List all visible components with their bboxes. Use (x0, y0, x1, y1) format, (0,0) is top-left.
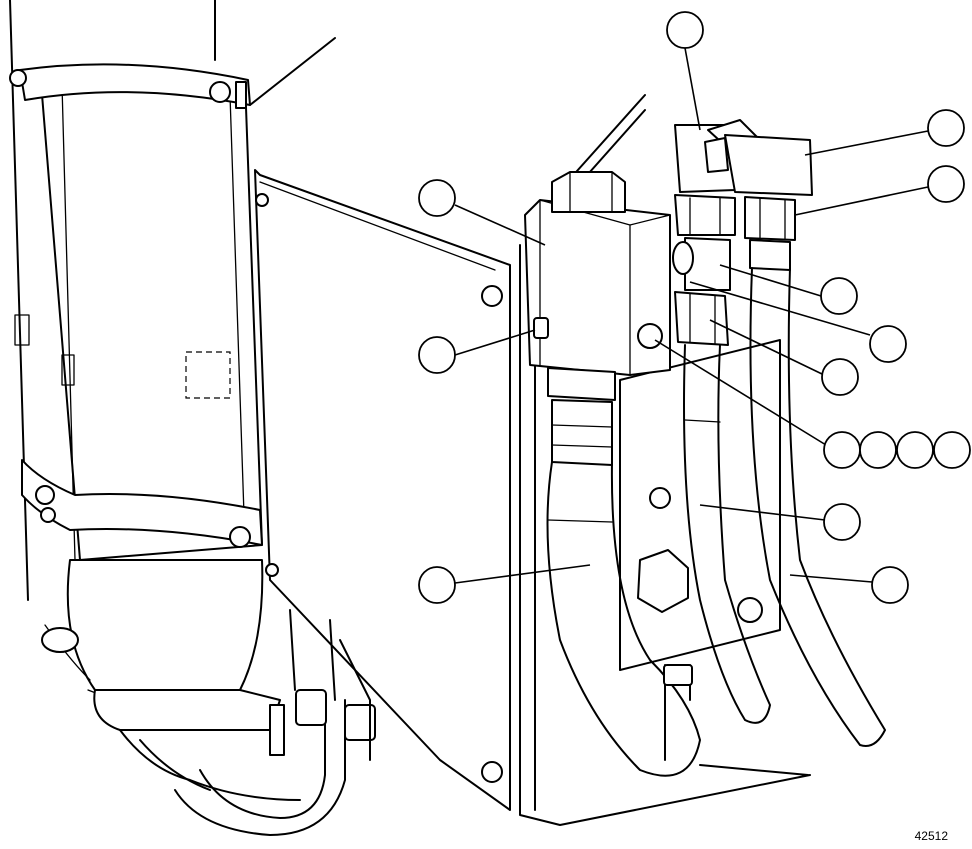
valve-block (524, 171, 701, 777)
valve-cap-hex (551, 171, 626, 213)
filter-canister-assembly (9, 0, 376, 836)
callout-circle (859, 431, 897, 469)
callout-circle (869, 325, 907, 363)
callout-circle (927, 109, 965, 147)
callout-circle (823, 503, 861, 541)
valve-side-bolt (637, 323, 663, 349)
decal-outline (185, 351, 231, 399)
callout-leaders (454, 47, 929, 584)
callout-circle (820, 277, 858, 315)
upper-clamp-bolt (209, 81, 231, 103)
mounting-plate (249, 37, 511, 811)
plate-bolt-lower (481, 761, 503, 783)
valve-port (533, 317, 549, 339)
plate-bolt-upper (481, 285, 503, 307)
callout-circle (871, 566, 909, 604)
callout-circle (896, 431, 934, 469)
bracket-bolt-1 (649, 487, 671, 509)
filter-bowl (66, 559, 264, 691)
callout-circle (823, 431, 861, 469)
callout-circle (418, 336, 456, 374)
callout-circle (927, 165, 965, 203)
callout-circle (666, 11, 704, 49)
figure-number: 42512 (914, 829, 948, 843)
large-hex-plug (637, 549, 689, 613)
bracket-bolt-2 (737, 597, 763, 623)
callout-circle (821, 358, 859, 396)
elbow-fitting-right (724, 134, 813, 196)
hose-fittings (663, 119, 886, 761)
callout-circle (418, 566, 456, 604)
callout-circle (933, 431, 971, 469)
callout-circle (418, 179, 456, 217)
callout-bubbles (418, 11, 971, 604)
lower-clamp-bolt (229, 526, 251, 548)
lower-clamp-band (21, 459, 263, 546)
